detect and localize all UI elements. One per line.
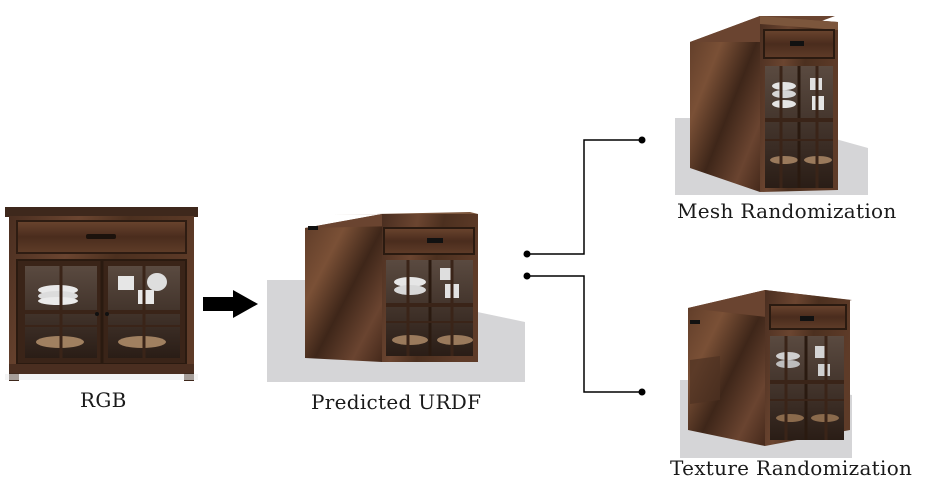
rgb-caption: RGB xyxy=(80,388,127,412)
branch-connector xyxy=(527,139,642,393)
texture-randomization-image xyxy=(680,290,852,458)
predicted-urdf-caption: Predicted URDF xyxy=(311,390,482,414)
predicted-urdf-image xyxy=(267,212,525,382)
texture-randomization-caption: Texture Randomization xyxy=(670,456,913,480)
mesh-randomization-caption: Mesh Randomization xyxy=(677,199,897,223)
mesh-randomization-image xyxy=(675,16,868,195)
arrow-icon xyxy=(203,290,258,318)
